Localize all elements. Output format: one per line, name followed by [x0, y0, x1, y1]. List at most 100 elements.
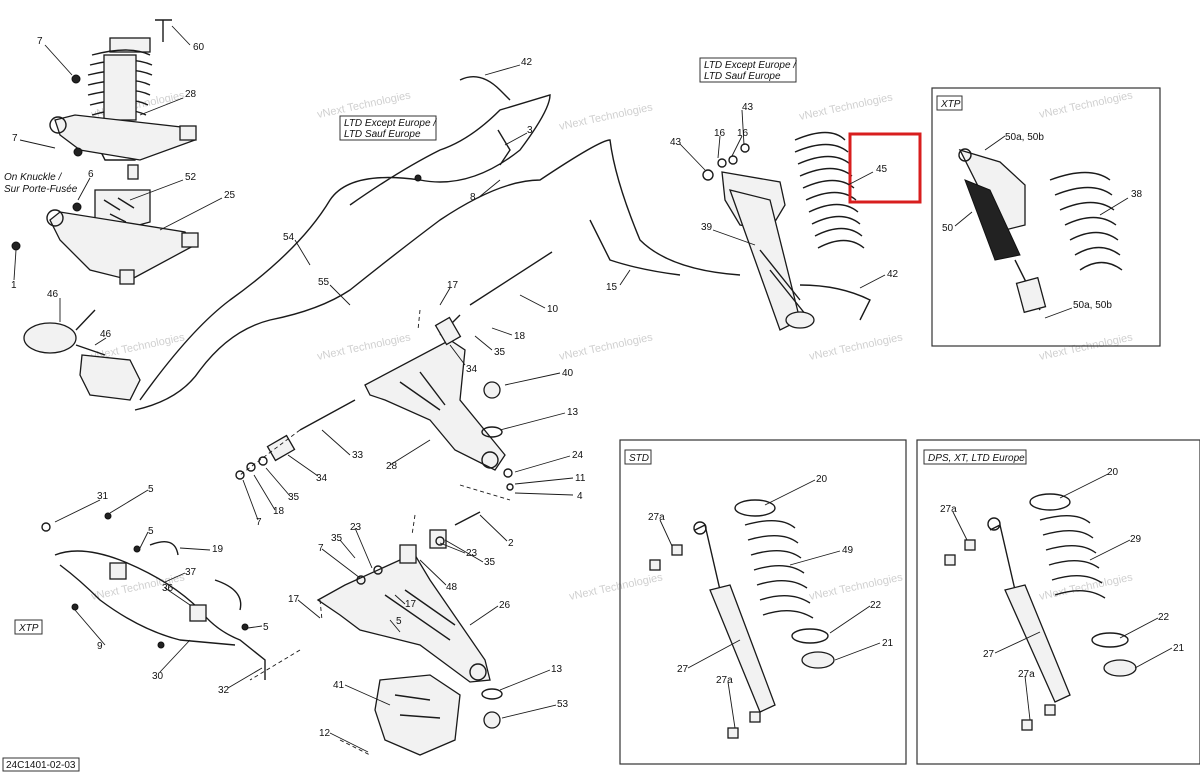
- label-13: 13: [551, 664, 563, 675]
- label-39: 39: [701, 222, 713, 233]
- panel-std: [619, 439, 907, 765]
- xtp-shock: [958, 148, 1047, 314]
- label-27: 27: [677, 664, 689, 675]
- label-43: 43: [742, 102, 754, 113]
- label-7: 7: [12, 133, 18, 144]
- label-12: 12: [319, 728, 331, 739]
- panel-xtp-right: [931, 87, 1161, 347]
- part-labels: 60 7 28 7 6 52 25 1 46 46 42 3 8 54 55 4…: [11, 36, 1185, 739]
- tag-std: STD: [629, 453, 649, 464]
- label-43: 43: [670, 137, 682, 148]
- label-21: 21: [882, 638, 894, 649]
- label-6: 6: [88, 169, 94, 180]
- label-18: 18: [514, 331, 526, 342]
- label-8: 8: [470, 192, 476, 203]
- label-9: 9: [97, 641, 103, 652]
- label-7: 7: [37, 36, 43, 47]
- label-5: 5: [396, 616, 402, 627]
- label-50a-50b: 50a, 50b: [1005, 132, 1044, 143]
- label-60: 60: [193, 42, 205, 53]
- label-46: 46: [100, 329, 112, 340]
- label-32: 32: [218, 685, 230, 696]
- watermark-2: vNext Technologies: [558, 101, 654, 133]
- label-22: 22: [1158, 612, 1170, 623]
- std-spring: [734, 499, 835, 669]
- std-shock: [649, 521, 776, 739]
- label-38: 38: [1131, 189, 1143, 200]
- label-27: 27: [983, 649, 995, 660]
- note-knuckle-line2: Sur Porte-Fusée: [4, 184, 78, 195]
- label-5: 5: [263, 622, 269, 633]
- actuator-left: [23, 309, 141, 401]
- label-31: 31: [97, 491, 109, 502]
- watermark-9: vNext Technologies: [808, 331, 904, 363]
- label-26: 26: [499, 600, 511, 611]
- watermark-14: vNext Technologies: [808, 571, 904, 603]
- watermark-7: vNext Technologies: [316, 331, 412, 363]
- label-28: 28: [386, 461, 398, 472]
- label-3: 3: [527, 125, 533, 136]
- upper-a-arm: [235, 251, 553, 491]
- label-50a-50b: 50a, 50b: [1073, 300, 1112, 311]
- label-21: 21: [1173, 643, 1185, 654]
- label-29: 29: [1130, 534, 1142, 545]
- label-20: 20: [1107, 467, 1119, 478]
- label-4: 4: [577, 491, 583, 502]
- label-54: 54: [283, 232, 295, 243]
- diagram-code-box: [2, 757, 80, 772]
- label-42: 42: [887, 269, 899, 280]
- label-42: 42: [521, 57, 533, 68]
- leader-lines: [13, 25, 1173, 753]
- label-34: 34: [466, 364, 478, 375]
- diagram-code: 24C1401-02-03: [6, 760, 76, 771]
- panel-tags: XTP STD DPS, XT, LTD Europe XTP: [14, 95, 1027, 635]
- label-7: 7: [256, 517, 262, 528]
- label-15: 15: [606, 282, 618, 293]
- label-19: 19: [212, 544, 224, 555]
- label-35: 35: [494, 347, 506, 358]
- watermark-10: vNext Technologies: [1038, 331, 1134, 363]
- label-5: 5: [148, 526, 154, 537]
- tag-dps: DPS, XT, LTD Europe: [928, 453, 1025, 464]
- highlight-box-part-45: [848, 132, 922, 204]
- shock-assembly-top-left: [49, 19, 197, 180]
- label-17: 17: [405, 599, 417, 610]
- label-22: 22: [870, 600, 882, 611]
- dps-shock: [944, 517, 1071, 731]
- label-20: 20: [816, 474, 828, 485]
- note-ltd-mid-line1: LTD Except Europe /: [344, 118, 437, 129]
- note-knuckle-line1: On Knuckle /: [4, 172, 62, 183]
- sway-bar: [41, 512, 266, 680]
- panel-dps: [916, 439, 1200, 765]
- label-48: 48: [446, 582, 458, 593]
- label-53: 41: [333, 680, 345, 691]
- label-16: 16: [714, 128, 726, 139]
- label-25: 25: [224, 190, 236, 201]
- tag-xtp-left: XTP: [18, 623, 39, 634]
- label-34: 34: [316, 473, 328, 484]
- label-45: 45: [876, 164, 888, 175]
- notes: LTD Except Europe / LTD Sauf Europe LTD …: [4, 57, 797, 195]
- label-7: 7: [318, 543, 324, 554]
- tag-xtp-right: XTP: [940, 99, 961, 110]
- label-36: 36: [162, 583, 174, 594]
- label-35: 35: [331, 533, 343, 544]
- label-27a: 27a: [1018, 669, 1035, 680]
- label-41: 53: [557, 699, 569, 710]
- watermark-8: vNext Technologies: [558, 331, 654, 363]
- label-17: 17: [447, 280, 459, 291]
- watermark-4: vNext Technologies: [1038, 89, 1134, 121]
- label-55: 55: [318, 277, 330, 288]
- label-16: 16: [737, 128, 749, 139]
- xtp-spring: [1049, 171, 1123, 271]
- label-10: 10: [547, 304, 559, 315]
- label-18: 18: [273, 506, 285, 517]
- spring-45: [794, 131, 865, 249]
- lower-a-arm: [316, 511, 503, 756]
- label-35: 35: [288, 492, 300, 503]
- label-24: 24: [572, 450, 584, 461]
- label-33: 33: [352, 450, 364, 461]
- watermark-3: vNext Technologies: [798, 91, 894, 123]
- label-17: 17: [288, 594, 300, 605]
